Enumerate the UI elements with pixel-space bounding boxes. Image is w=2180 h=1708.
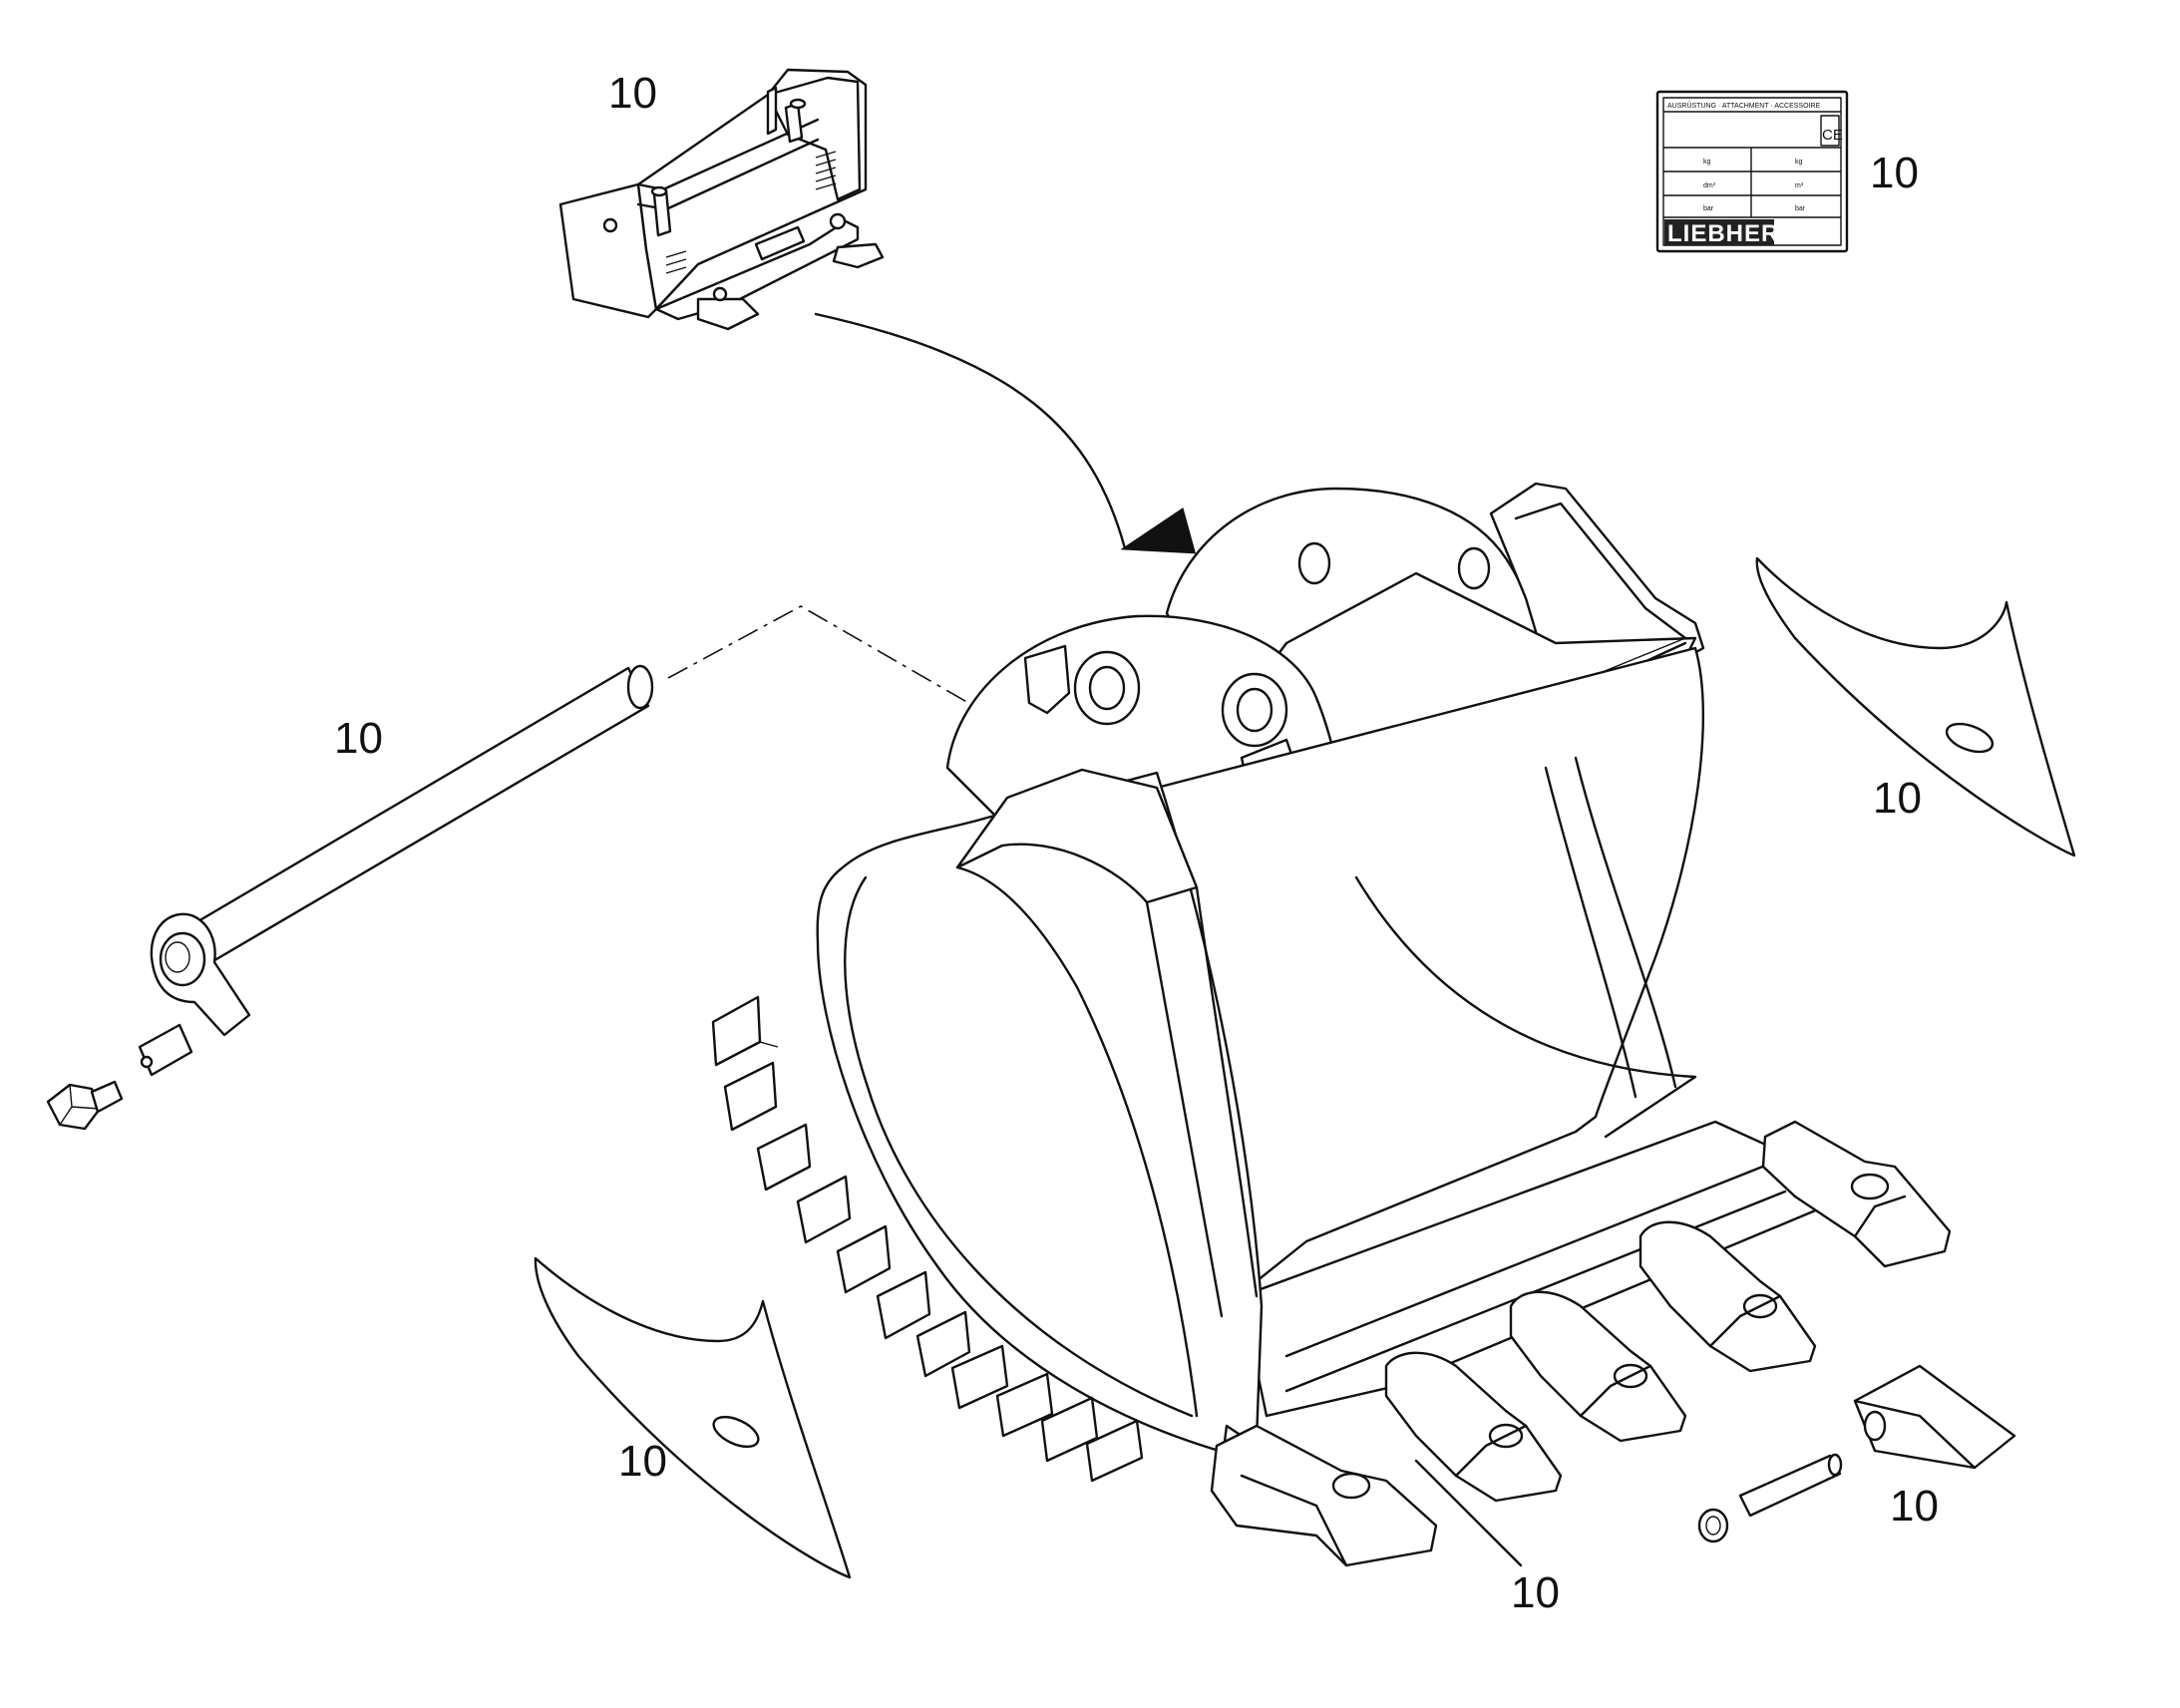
label-lip: 10 xyxy=(1511,1568,1560,1617)
label-pin: 10 xyxy=(334,714,383,763)
bucket-body xyxy=(816,482,1827,1518)
plate-row3-right: bar xyxy=(1795,205,1806,212)
quick-coupler-adapter xyxy=(558,68,885,331)
brand-band xyxy=(1664,219,1774,245)
brand-logo: LIEBHERR xyxy=(1667,220,1798,247)
plate-row2-left: dm³ xyxy=(1703,182,1716,189)
leader-lip xyxy=(1414,1459,1523,1567)
side-cutter-left xyxy=(534,1256,852,1579)
plate-row1-right: kg xyxy=(1795,159,1803,166)
ce-mark: CE xyxy=(1822,127,1843,144)
label-adapter: 10 xyxy=(608,69,657,118)
label-plate: 10 xyxy=(1870,149,1919,197)
plate-row3-left: bar xyxy=(1703,205,1714,212)
plate-header: AUSRÜSTUNG · ATTACHMENT · ACCESSOIRE xyxy=(1667,102,1821,110)
plate-row2-right: m³ xyxy=(1795,182,1804,189)
side-protector-segments xyxy=(711,995,1144,1483)
plate-row1-left: kg xyxy=(1703,159,1711,166)
teeth-row xyxy=(1210,1120,1952,1567)
identification-plate: AUSRÜSTUNG · ATTACHMENT · ACCESSOIRE CE … xyxy=(1655,90,1849,253)
label-side-cutter-left: 10 xyxy=(618,1437,667,1486)
label-side-cutter-right: 10 xyxy=(1873,774,1922,823)
side-cutter-right xyxy=(1755,556,2076,857)
mount-arrow xyxy=(814,312,1197,554)
tooth-tip-assembly xyxy=(1697,1364,2016,1543)
label-tooth-tip: 10 xyxy=(1890,1482,1939,1531)
